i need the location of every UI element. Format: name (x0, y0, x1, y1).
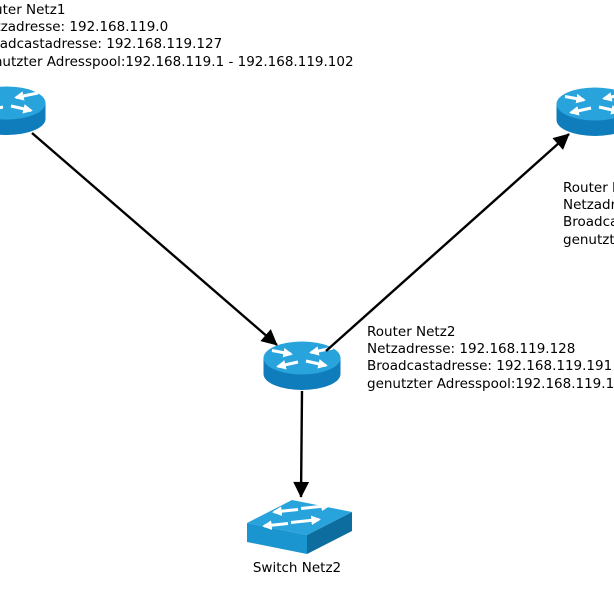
switch-netz2-icon[interactable] (247, 500, 352, 554)
router-netz1-label-line: Router Netz1 (0, 2, 66, 18)
router-netz2-label-line: genutzter Adresspool:192.168.119.1 (367, 375, 614, 392)
router-netz2-label-line: Netzadresse: 192.168.119.128 (367, 341, 576, 358)
router-netz1-label-line: Broadcastadresse: 192.168.119.127 (0, 36, 223, 53)
connector-layer (31, 132, 570, 498)
router-netz2-label: Router Netz2 Netzadresse: 192.168.119.12… (367, 324, 614, 393)
router-top-right-label-line: Router N (563, 180, 614, 196)
router-netz1-icon[interactable] (0, 87, 46, 135)
router-top-right-label: Router N Netzadre Broadcas genutzte (563, 180, 614, 249)
connector-netz2-to-switch[interactable] (293, 390, 310, 498)
connector-netz2-to-top-right[interactable] (325, 133, 570, 352)
switch-glyph-arrows (262, 501, 331, 530)
router-netz1-label: Router Netz1 Netzadresse: 192.168.119.0 … (0, 2, 354, 71)
router-top-right-icon[interactable] (557, 88, 614, 136)
router-top-right-label-line: Broadcas (563, 214, 614, 231)
router-top-right-label-line: Netzadre (563, 197, 614, 214)
switch-netz2-label: Switch Netz2 (252, 560, 342, 576)
router-netz1-label-line: Netzadresse: 192.168.119.0 (0, 19, 169, 36)
router-top-right-label-line: genutzte (563, 231, 614, 248)
switch-front-face (247, 523, 307, 554)
switch-side-face (307, 512, 352, 554)
router-netz2-label-line: Broadcastadresse: 192.168.119.191 (367, 358, 613, 375)
router-netz1-label-line: genutzter Adresspool:192.168.119.1 - 192… (0, 53, 354, 70)
router-netz2-label-line: Router Netz2 (367, 324, 456, 340)
connector-netz1-to-netz2[interactable] (31, 132, 278, 346)
